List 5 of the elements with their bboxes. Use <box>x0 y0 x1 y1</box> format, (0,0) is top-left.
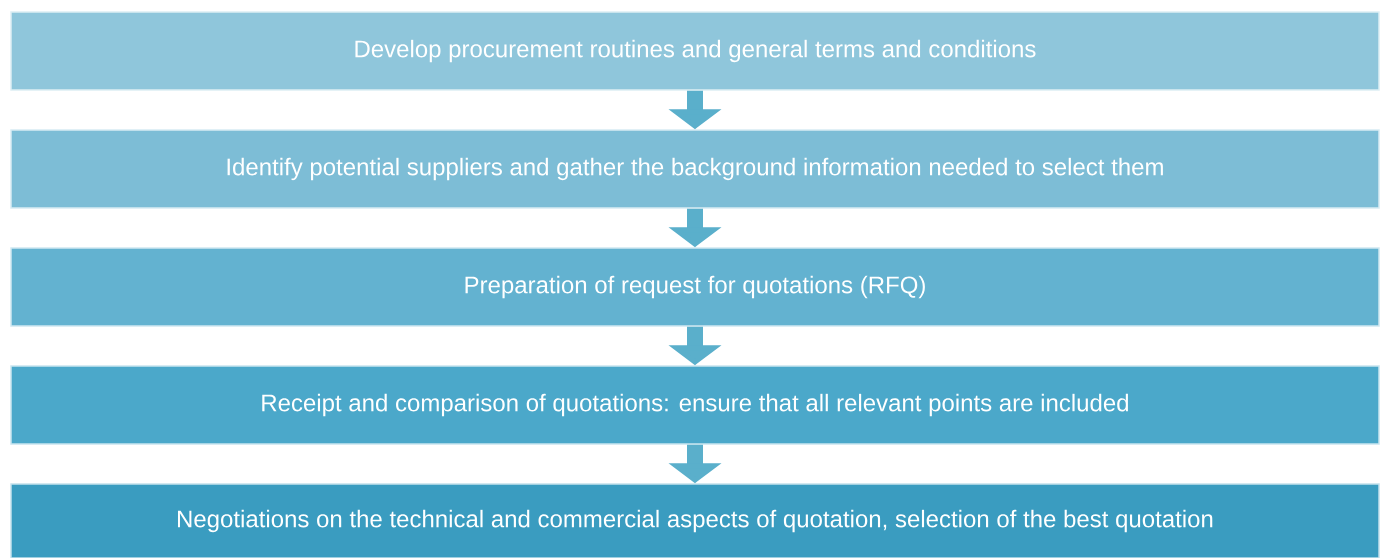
step-bar: Receipt and comparison of quotations: ensure that all relevant points are included <box>10 365 1380 445</box>
step-bar: Develop procurement routines and general terms and conditions <box>10 11 1380 91</box>
step-bar: Preparation of request for quotations (RFQ) <box>10 247 1380 327</box>
step-bar: Identify potential suppliers and gather the background information needed to select them <box>10 129 1380 209</box>
step-bar: Negotiations on the technical and commercial aspects of quotation, selection of the best quotation <box>10 483 1380 558</box>
